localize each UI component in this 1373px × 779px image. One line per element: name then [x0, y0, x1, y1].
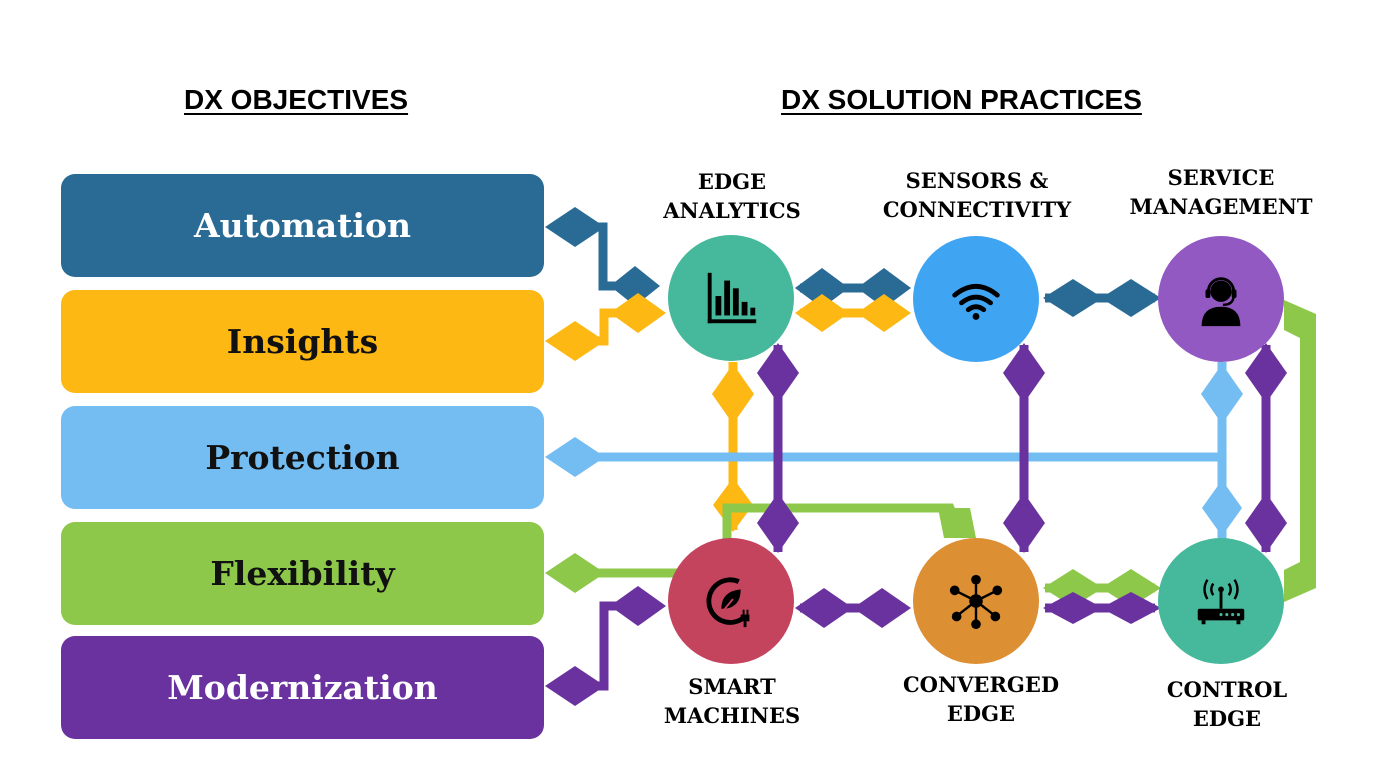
label-line: CONNECTIVITY: [882, 197, 1072, 222]
headset-agent-icon: [1201, 277, 1241, 327]
objective-automation: Automation: [61, 174, 544, 277]
label-line: EDGE: [697, 169, 767, 194]
objective-protection: Protection: [61, 406, 544, 509]
network-hub-icon: [949, 574, 1003, 630]
modernization-connectors: [545, 343, 1287, 706]
label-converged-edge: CONVERGED EDGE: [861, 670, 1101, 728]
protection-connectors: [545, 362, 1243, 540]
label-sensors-connectivity: SENSORS & CONNECTIVITY: [857, 166, 1097, 224]
label-line: MACHINES: [663, 703, 801, 728]
label-line: MANAGEMENT: [1129, 194, 1313, 219]
label-line: EDGE: [946, 701, 1016, 726]
label-line: SENSORS &: [905, 168, 1049, 193]
sensors-connectivity-node: [913, 236, 1039, 362]
bar-chart-icon: [707, 272, 757, 324]
converged-edge-node: [913, 538, 1039, 664]
router-icon: [1197, 579, 1245, 625]
automation-connectors: [545, 207, 1161, 317]
label-line: CONVERGED: [902, 672, 1060, 697]
label-line: ANALYTICS: [663, 198, 801, 223]
label-control-edge: CONTROL EDGE: [1107, 675, 1347, 733]
label-edge-analytics: EDGE ANALYTICS: [612, 167, 852, 225]
label-smart-machines: SMART MACHINES: [612, 672, 852, 730]
practices-heading: DX SOLUTION PRACTICES: [781, 84, 1142, 115]
eco-plug-icon: [706, 577, 750, 628]
control-edge-node: [1158, 538, 1284, 664]
objectives-heading: DX OBJECTIVES: [184, 84, 409, 115]
objective-flexibility: Flexibility: [61, 522, 544, 625]
label-service-management: SERVICE MANAGEMENT: [1101, 163, 1341, 221]
label-line: EDGE: [1192, 706, 1262, 731]
smart-machines-node: [668, 538, 794, 664]
label-line: SMART: [688, 674, 776, 699]
service-management-node: [1158, 236, 1284, 362]
objective-modernization: Modernization: [61, 636, 544, 739]
label-line: SERVICE: [1167, 165, 1275, 190]
edge-analytics-node: [668, 235, 794, 361]
objective-insights: Insights: [61, 290, 544, 393]
wifi-icon: [952, 283, 1000, 320]
label-line: CONTROL: [1166, 677, 1288, 702]
